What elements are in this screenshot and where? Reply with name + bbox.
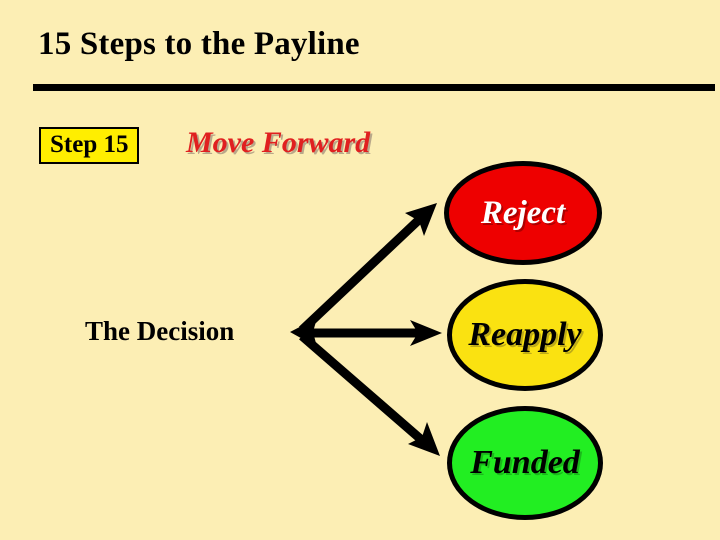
- arrowhead-reject-icon: [405, 203, 437, 236]
- decision-source-label: The Decision: [85, 316, 235, 346]
- page-title: 15 Steps to the Payline: [38, 26, 360, 62]
- outcome-label-reject: Reject: [480, 194, 566, 231]
- arrow-to-reapply: [300, 320, 442, 346]
- arrow-to-funded: [299, 332, 440, 456]
- step-number-badge: Step 15: [39, 127, 140, 164]
- outcome-ellipse-reapply: Reapply: [447, 279, 603, 391]
- outcome-label-reapply: Reapply: [468, 316, 582, 353]
- arrow-to-reject: [298, 203, 437, 334]
- arrowhead-funded-icon: [408, 422, 440, 456]
- title-divider-rule: [33, 84, 715, 91]
- outcome-label-funded: Funded: [470, 444, 580, 481]
- arrowhead-reapply-icon: [410, 320, 442, 346]
- step-headline: Move Forward: [186, 126, 371, 159]
- outcome-ellipse-reject: Reject: [444, 161, 602, 265]
- outcome-ellipse-funded: Funded: [447, 406, 603, 520]
